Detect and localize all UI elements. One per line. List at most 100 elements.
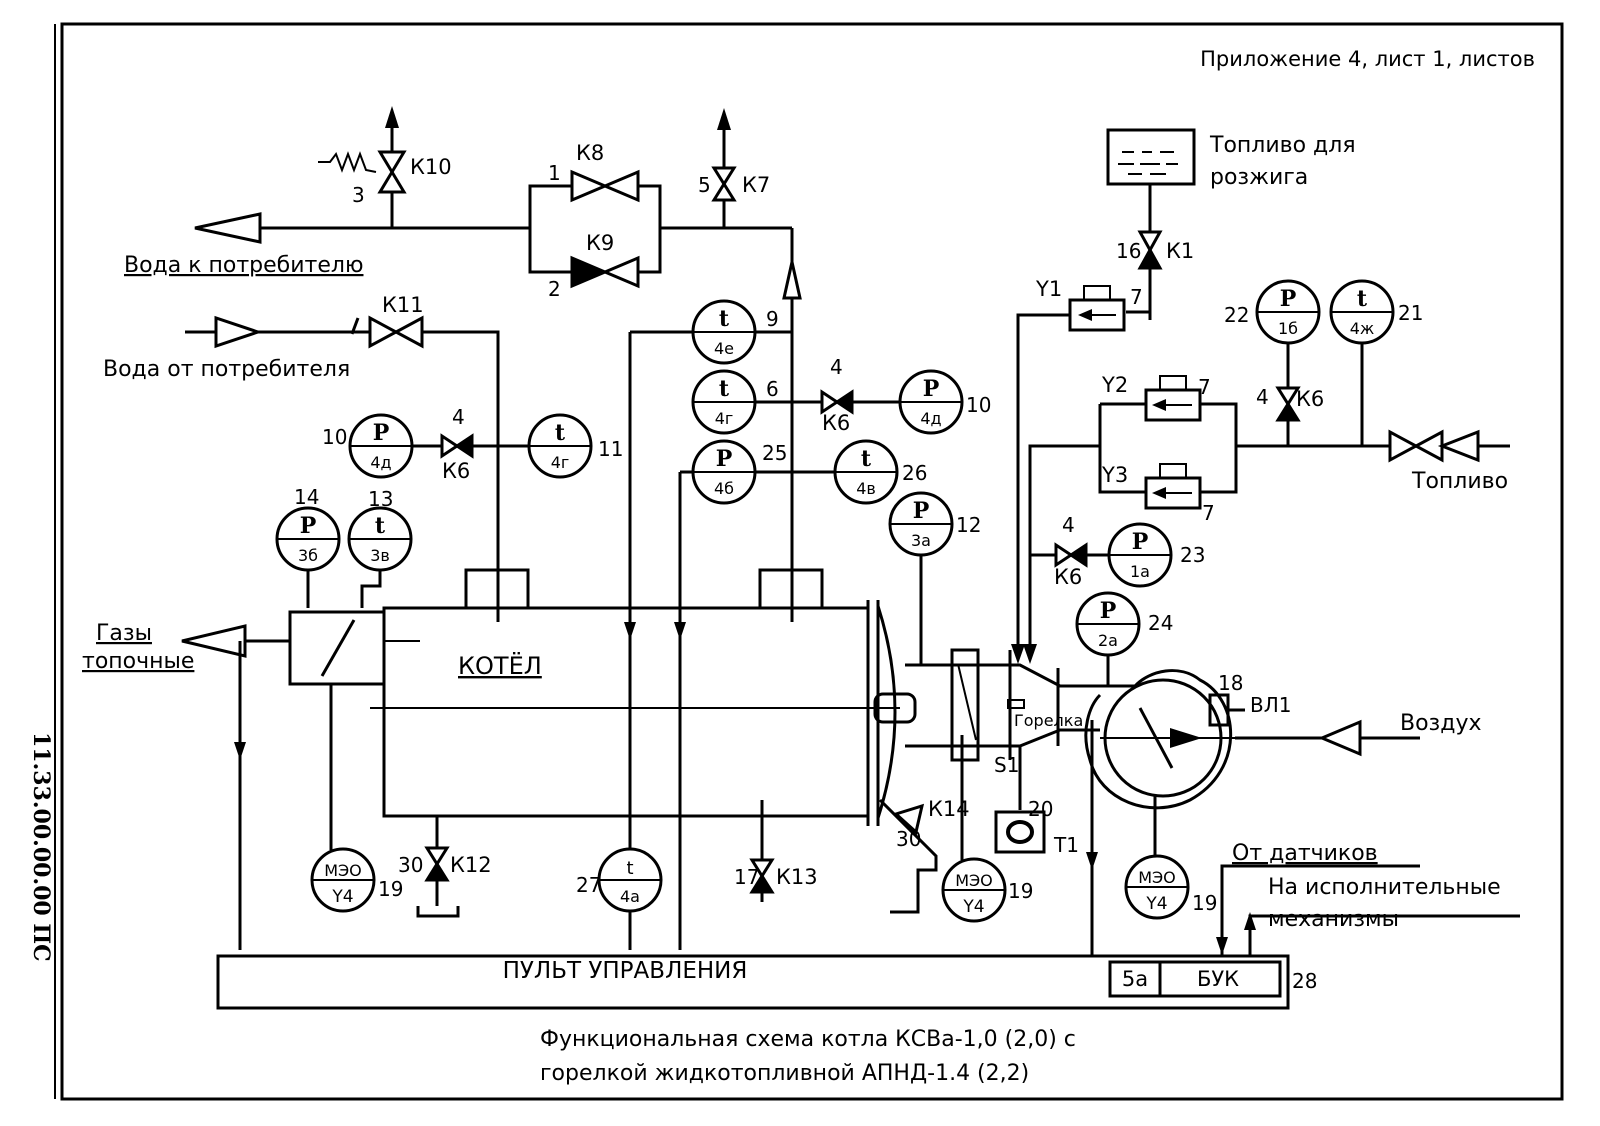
tag-k9: К9 <box>586 231 614 255</box>
tag-k6-left: К6 <box>442 459 470 483</box>
pos-27: 27 <box>576 873 601 897</box>
svg-text:4г: 4г <box>551 453 570 472</box>
svg-text:МЭО: МЭО <box>955 871 993 890</box>
boiler-body <box>370 565 917 826</box>
svg-text:Y4: Y4 <box>331 887 353 907</box>
label-air: Воздух <box>1400 711 1482 736</box>
instrument-t-4g-top: t 4г <box>691 369 900 435</box>
actuator-meo-flue: МЭО Y4 <box>310 847 376 913</box>
label-boiler: КОТЁЛ <box>458 651 542 680</box>
tag-k8: К8 <box>576 141 604 165</box>
pos-5: 5 <box>698 173 711 197</box>
tag-k11: К11 <box>382 293 424 317</box>
instrument-t-3v: t 3в <box>347 506 413 608</box>
instrument-t-4g-left: t 4г <box>527 413 593 479</box>
drain-valve-k12 <box>416 816 460 918</box>
hot-water-outlet-line <box>194 106 802 565</box>
label-ignition-fuel-1: Топливо для <box>1209 133 1356 158</box>
label-fan: ВЛ1 <box>1250 693 1291 717</box>
svg-text:1б: 1б <box>1278 319 1298 338</box>
svg-text:4а: 4а <box>620 887 640 906</box>
pos-4-burner: 4 <box>1062 513 1075 537</box>
svg-text:t: t <box>555 420 566 446</box>
tag-k6-fuel: К6 <box>1296 387 1324 411</box>
pos-19-fan: 19 <box>1192 891 1217 915</box>
caption-line-1: Функциональная схема котла КСВа-1,0 (2,0… <box>540 1027 1076 1052</box>
label-flue-gas-1: Газы <box>96 621 152 646</box>
flue-gas-damper <box>181 610 420 950</box>
pos-18: 18 <box>1218 671 1243 695</box>
pos-10-right: 10 <box>966 393 991 417</box>
actuator-meo-burner: МЭО Y4 <box>941 735 1007 923</box>
svg-text:P: P <box>1132 529 1149 555</box>
sheet-frame <box>60 22 1564 1101</box>
label-to-actuators-2: механизмы <box>1268 907 1399 932</box>
pos-13: 13 <box>368 487 393 511</box>
label-s1: S1 <box>994 753 1019 777</box>
label-water-from-consumer: Вода от потребителя <box>103 357 350 382</box>
pos-30-k14: 30 <box>896 827 921 851</box>
tag-k6-top: К6 <box>822 411 850 435</box>
svg-text:P: P <box>300 513 317 539</box>
drain-valve-k13 <box>749 800 775 902</box>
pos-20: 20 <box>1028 797 1053 821</box>
svg-text:2а: 2а <box>1098 631 1118 650</box>
svg-text:1а: 1а <box>1130 562 1150 581</box>
pos-30-k12: 30 <box>398 853 423 877</box>
control-panel <box>216 954 1290 1010</box>
svg-text:3в: 3в <box>370 546 390 565</box>
pos-23: 23 <box>1180 543 1205 567</box>
pos-4-top: 4 <box>830 355 843 379</box>
pos-21: 21 <box>1398 301 1423 325</box>
pos-17: 17 <box>734 865 759 889</box>
tag-k7: К7 <box>742 173 770 197</box>
ignition-fuel-tank <box>1106 128 1196 320</box>
pos-6: 6 <box>766 377 779 401</box>
pos-3: 3 <box>352 183 365 207</box>
label-burner: Горелка <box>1014 711 1083 730</box>
svg-text:МЭО: МЭО <box>1138 868 1176 887</box>
pos-19-burner: 19 <box>1008 879 1033 903</box>
sheet-side-code: 11.33.00.00.00 ПС <box>28 732 54 962</box>
svg-text:Y4: Y4 <box>962 897 984 917</box>
instrument-t-4e: t 4е <box>624 299 792 640</box>
tag-k13: К13 <box>776 865 818 889</box>
svg-text:t: t <box>1357 286 1368 312</box>
svg-text:P: P <box>923 376 940 402</box>
instrument-p-3a: P 3а <box>888 491 954 665</box>
label-flue-gas-2: топочные <box>82 649 194 674</box>
tag-k14: К14 <box>928 797 970 821</box>
svg-text:t: t <box>626 858 633 879</box>
fan-vl1 <box>1084 669 1420 856</box>
panel-signal-arrows <box>1216 864 1520 955</box>
svg-text:P: P <box>716 446 733 472</box>
burner-assembly <box>905 648 1135 854</box>
pos-11: 11 <box>598 437 623 461</box>
pos-24: 24 <box>1148 611 1173 635</box>
tag-y2: Y2 <box>1101 373 1128 397</box>
pos-28: 28 <box>1292 969 1317 993</box>
label-t1: Т1 <box>1053 833 1079 857</box>
label-ignition-fuel-2: розжига <box>1210 165 1308 190</box>
pos-16: 16 <box>1116 239 1141 263</box>
tag-k12: К12 <box>450 853 492 877</box>
tag-k10: К10 <box>410 155 452 179</box>
svg-text:P: P <box>1100 598 1117 624</box>
return-water-line <box>185 315 530 565</box>
svg-text:t: t <box>861 446 872 472</box>
pos-25: 25 <box>762 441 787 465</box>
label-from-sensors: От датчиков <box>1232 841 1378 866</box>
pos-4-fuel: 4 <box>1256 385 1269 409</box>
solenoids-y2-y3 <box>1023 375 1510 664</box>
caption-line-2: горелкой жидкотопливной АПНД-1.4 (2,2) <box>540 1061 1029 1086</box>
pos-2: 2 <box>548 277 561 301</box>
solenoid-y1 <box>1011 285 1126 664</box>
pos-14: 14 <box>294 485 319 509</box>
instrument-p-4d-left: P 4д <box>348 413 414 479</box>
tag-y1: Y1 <box>1035 277 1062 301</box>
tag-k6-burner: К6 <box>1054 565 1082 589</box>
svg-text:t: t <box>719 376 730 402</box>
pos-7-y3: 7 <box>1202 501 1215 525</box>
pos-7-y2: 7 <box>1198 375 1211 399</box>
